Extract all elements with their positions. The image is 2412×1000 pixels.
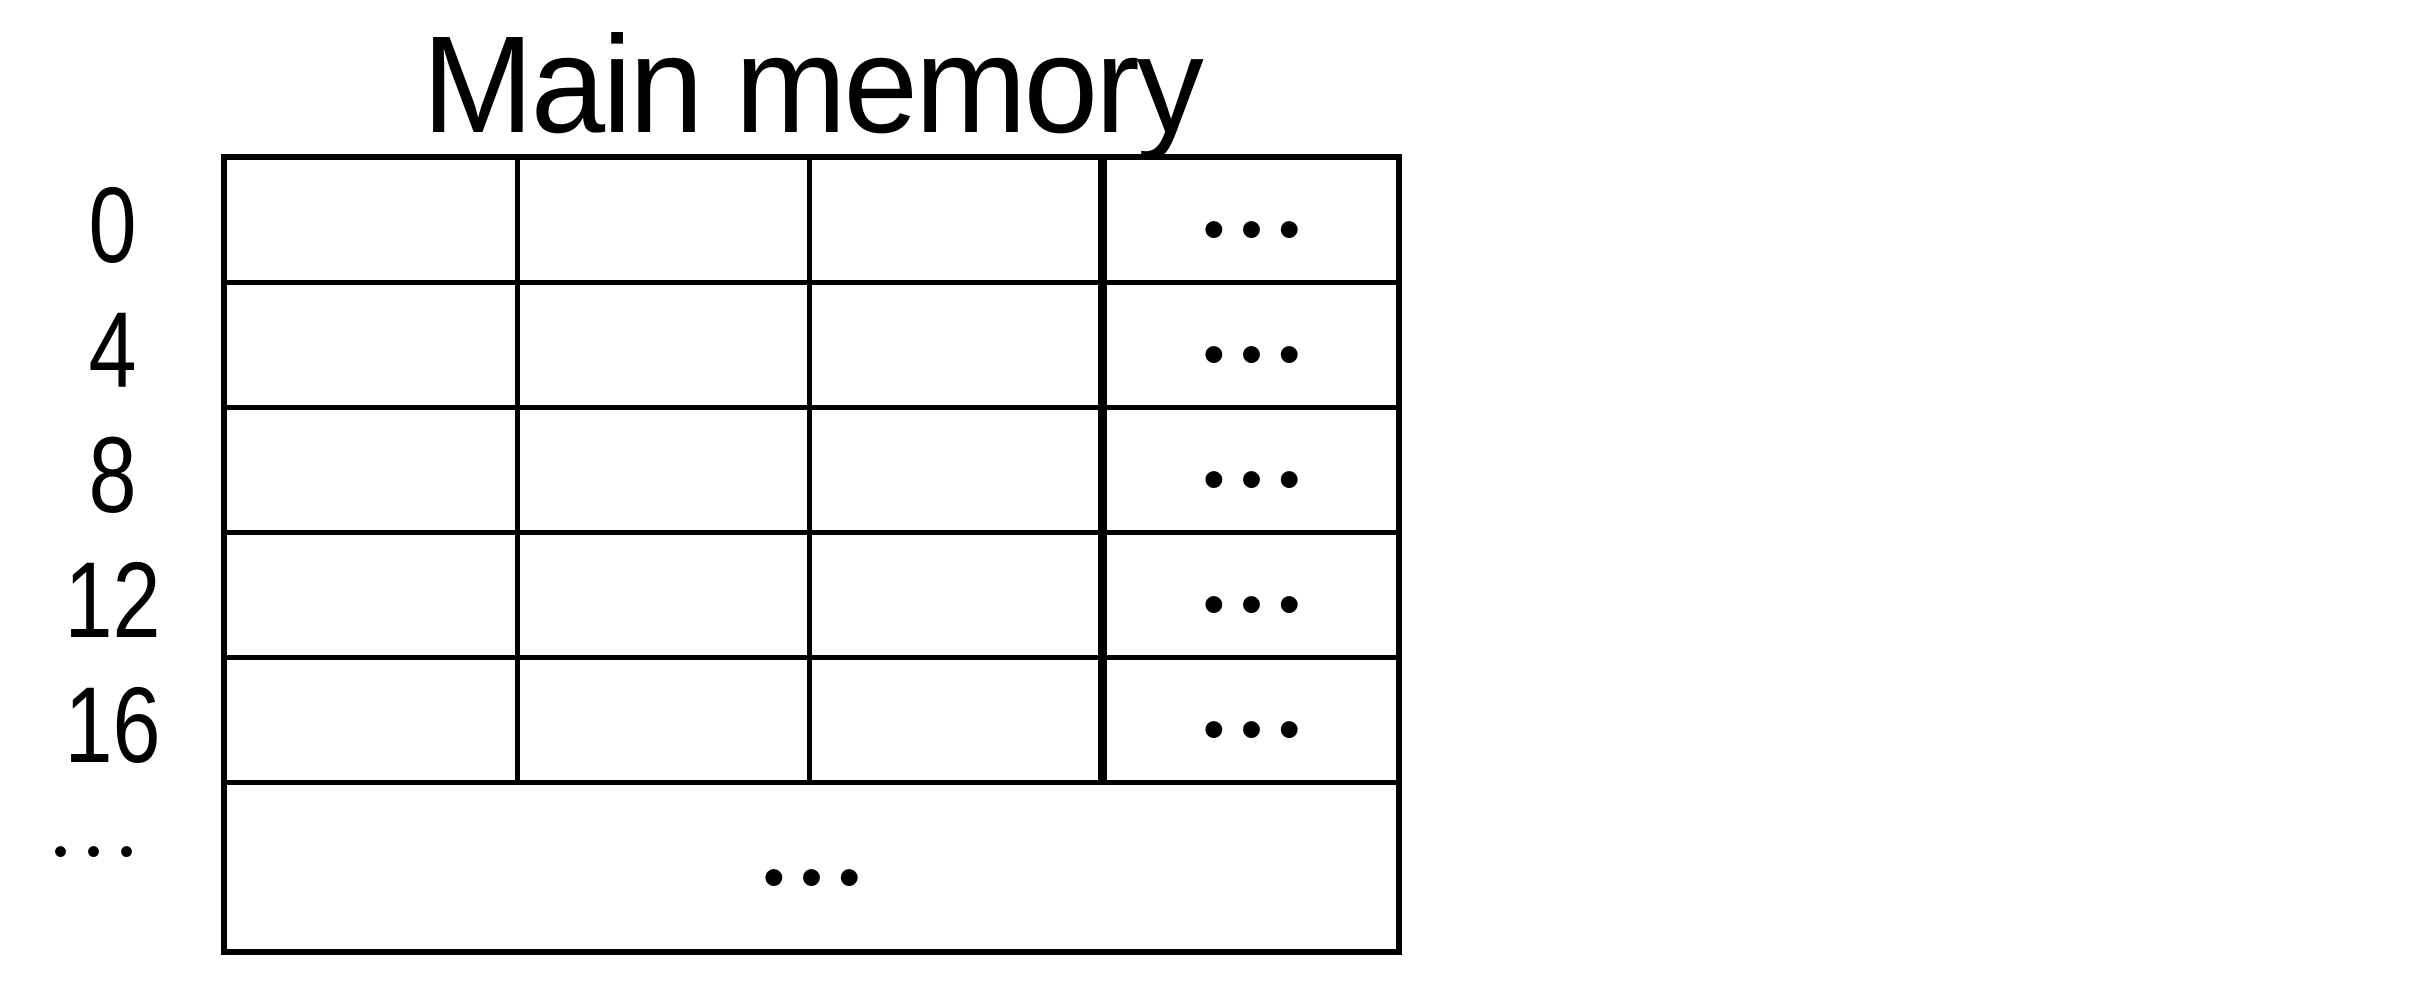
memory-row-12: ••• [227, 535, 1396, 660]
memory-table: ••• ••• ••• ••• [221, 154, 1402, 955]
memory-cell [227, 160, 520, 280]
ellipsis-icon: ••• [1202, 570, 1317, 639]
memory-row-8: ••• [227, 410, 1396, 535]
memory-cell [812, 410, 1107, 530]
memory-cell [520, 660, 812, 780]
address-label-0: 0 [88, 164, 137, 285]
memory-cell [520, 535, 812, 655]
memory-cell [520, 410, 812, 530]
memory-row-16: ••• [227, 660, 1396, 785]
ellipsis-icon: ••• [1202, 320, 1317, 389]
address-label-8: 8 [88, 414, 137, 535]
address-label-more-ellipsis-icon: ••• [53, 830, 153, 874]
memory-cell-ellipsis: ••• [1107, 535, 1396, 655]
address-label-12: 12 [64, 539, 161, 660]
memory-cell [812, 285, 1107, 405]
address-label-16: 16 [64, 664, 161, 785]
memory-row-4: ••• [227, 285, 1396, 410]
memory-cell [812, 660, 1107, 780]
memory-cell [227, 535, 520, 655]
memory-cell-ellipsis: ••• [1107, 160, 1396, 280]
memory-cell [227, 410, 520, 530]
ellipsis-icon: ••• [1202, 695, 1317, 764]
address-label-4: 4 [88, 289, 137, 410]
memory-cell-ellipsis: ••• [1107, 660, 1396, 780]
ellipsis-icon: ••• [1202, 195, 1317, 264]
memory-row-0: ••• [227, 160, 1396, 285]
memory-cell [520, 285, 812, 405]
memory-cell-ellipsis: ••• [1107, 410, 1396, 530]
diagram-title: Main memory [422, 8, 1204, 162]
memory-cell [812, 535, 1107, 655]
ellipsis-icon: ••• [1202, 445, 1317, 514]
memory-cell-ellipsis: ••• [1107, 285, 1396, 405]
memory-overflow-row: ••• [227, 785, 1396, 949]
memory-cell [227, 285, 520, 405]
memory-cell [812, 160, 1107, 280]
memory-cell [227, 660, 520, 780]
memory-cell [520, 160, 812, 280]
ellipsis-icon: ••• [762, 843, 877, 912]
